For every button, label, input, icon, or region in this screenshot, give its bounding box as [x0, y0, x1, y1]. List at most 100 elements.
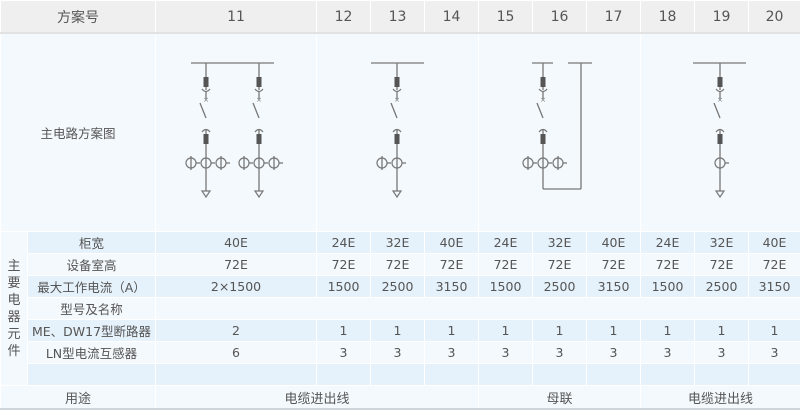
row-label: 最大工作电流（A）	[28, 276, 156, 298]
scheme-number: 17	[587, 1, 641, 34]
side-label: 主要电器元件	[1, 232, 28, 386]
cell: 40E	[749, 232, 800, 254]
cell: 2500	[533, 276, 587, 298]
cell: 72E	[695, 254, 749, 276]
cell: 3150	[587, 276, 641, 298]
row-label: 设备室高	[28, 254, 156, 276]
scheme-number: 15	[479, 1, 533, 34]
cell: 32E	[371, 232, 425, 254]
cell: 72E	[533, 254, 587, 276]
cell	[317, 364, 371, 386]
cell: 40E	[425, 232, 479, 254]
cell	[479, 364, 533, 386]
cell	[28, 364, 156, 386]
cell	[156, 364, 317, 386]
scheme-number: 11	[156, 1, 317, 34]
diagram-cell-15-17	[479, 33, 641, 232]
scheme-number: 12	[317, 1, 371, 34]
cell: 24E	[317, 232, 371, 254]
cell: 72E	[317, 254, 371, 276]
cell: 1500	[317, 276, 371, 298]
cell: 1500	[641, 276, 695, 298]
scheme-number: 20	[749, 1, 800, 34]
header-label: 方案号	[1, 1, 156, 34]
cell: 1	[425, 320, 479, 342]
cell: 1	[695, 320, 749, 342]
row-label: LN型电流互感器	[28, 342, 156, 364]
diagram-cell-12-14	[317, 33, 479, 232]
scheme-number: 13	[371, 1, 425, 34]
cell: 2500	[695, 276, 749, 298]
cell	[156, 298, 800, 320]
row-label: 柜宽	[28, 232, 156, 254]
cell: 2×1500	[156, 276, 317, 298]
row-width: 主要电器元件 柜宽 40E 24E 32E 40E 24E 32E 40E 24…	[1, 232, 800, 254]
cell: 3	[749, 342, 800, 364]
row-current: 最大工作电流（A） 2×1500 1500 2500 3150 1500 250…	[1, 276, 800, 298]
cell: 32E	[695, 232, 749, 254]
cell: 24E	[641, 232, 695, 254]
cell	[641, 364, 695, 386]
row-label: ME、DW17型断路器	[28, 320, 156, 342]
cell: 3150	[749, 276, 800, 298]
cell: 1	[641, 320, 695, 342]
cell: 72E	[371, 254, 425, 276]
cell: 1500	[479, 276, 533, 298]
cell: 3	[533, 342, 587, 364]
cell: 3	[317, 342, 371, 364]
row-label: 型号及名称	[28, 298, 156, 320]
cell: 3	[695, 342, 749, 364]
cell	[749, 364, 800, 386]
row-usage: 用途 电缆进出线 母联 电缆进出线	[1, 386, 800, 410]
diagram-cell-11	[156, 33, 317, 232]
row-model: 型号及名称	[1, 298, 800, 320]
scheme-number: 16	[533, 1, 587, 34]
cell: 1	[533, 320, 587, 342]
cell: 32E	[533, 232, 587, 254]
cell: 3	[425, 342, 479, 364]
cell: 72E	[641, 254, 695, 276]
cell: 3150	[425, 276, 479, 298]
row-breaker: ME、DW17型断路器 2 1 1 1 1 1 1 1 1 1	[1, 320, 800, 342]
cell: 1	[587, 320, 641, 342]
cell: 1	[479, 320, 533, 342]
cell: 72E	[587, 254, 641, 276]
cell: 1	[749, 320, 800, 342]
scheme-number: 18	[641, 1, 695, 34]
cell	[533, 364, 587, 386]
cell: 3	[641, 342, 695, 364]
scheme-number: 19	[695, 1, 749, 34]
cell: 2500	[371, 276, 425, 298]
usage-label: 用途	[1, 386, 156, 410]
cell: 1	[371, 320, 425, 342]
row-ct: LN型电流互感器 6 3 3 3 3 3 3 3 3 3	[1, 342, 800, 364]
cell: 72E	[156, 254, 317, 276]
cell: 3	[587, 342, 641, 364]
side-label-text: 主要电器元件	[7, 258, 21, 360]
cell: 3	[371, 342, 425, 364]
cell: 40E	[156, 232, 317, 254]
cell: 3	[479, 342, 533, 364]
scheme-number: 14	[425, 1, 479, 34]
usage-group: 母联	[479, 386, 641, 410]
cell	[587, 364, 641, 386]
cell: 72E	[749, 254, 800, 276]
cell	[695, 364, 749, 386]
cell: 72E	[479, 254, 533, 276]
cell: 1	[317, 320, 371, 342]
row-blank	[1, 364, 800, 386]
cell	[425, 364, 479, 386]
header-row: 方案号 11 12 13 14 15 16 17 18 19 20	[1, 1, 800, 34]
diagram-row: 主电路方案图	[1, 33, 800, 232]
usage-group: 电缆进出线	[641, 386, 800, 410]
cell: 40E	[587, 232, 641, 254]
cell: 24E	[479, 232, 533, 254]
cell	[371, 364, 425, 386]
row-height: 设备室高 72E 72E 72E 72E 72E 72E 72E 72E 72E…	[1, 254, 800, 276]
cell: 72E	[425, 254, 479, 276]
usage-group: 电缆进出线	[156, 386, 479, 410]
diagram-row-label: 主电路方案图	[1, 33, 156, 232]
cell: 2	[156, 320, 317, 342]
cell: 6	[156, 342, 317, 364]
